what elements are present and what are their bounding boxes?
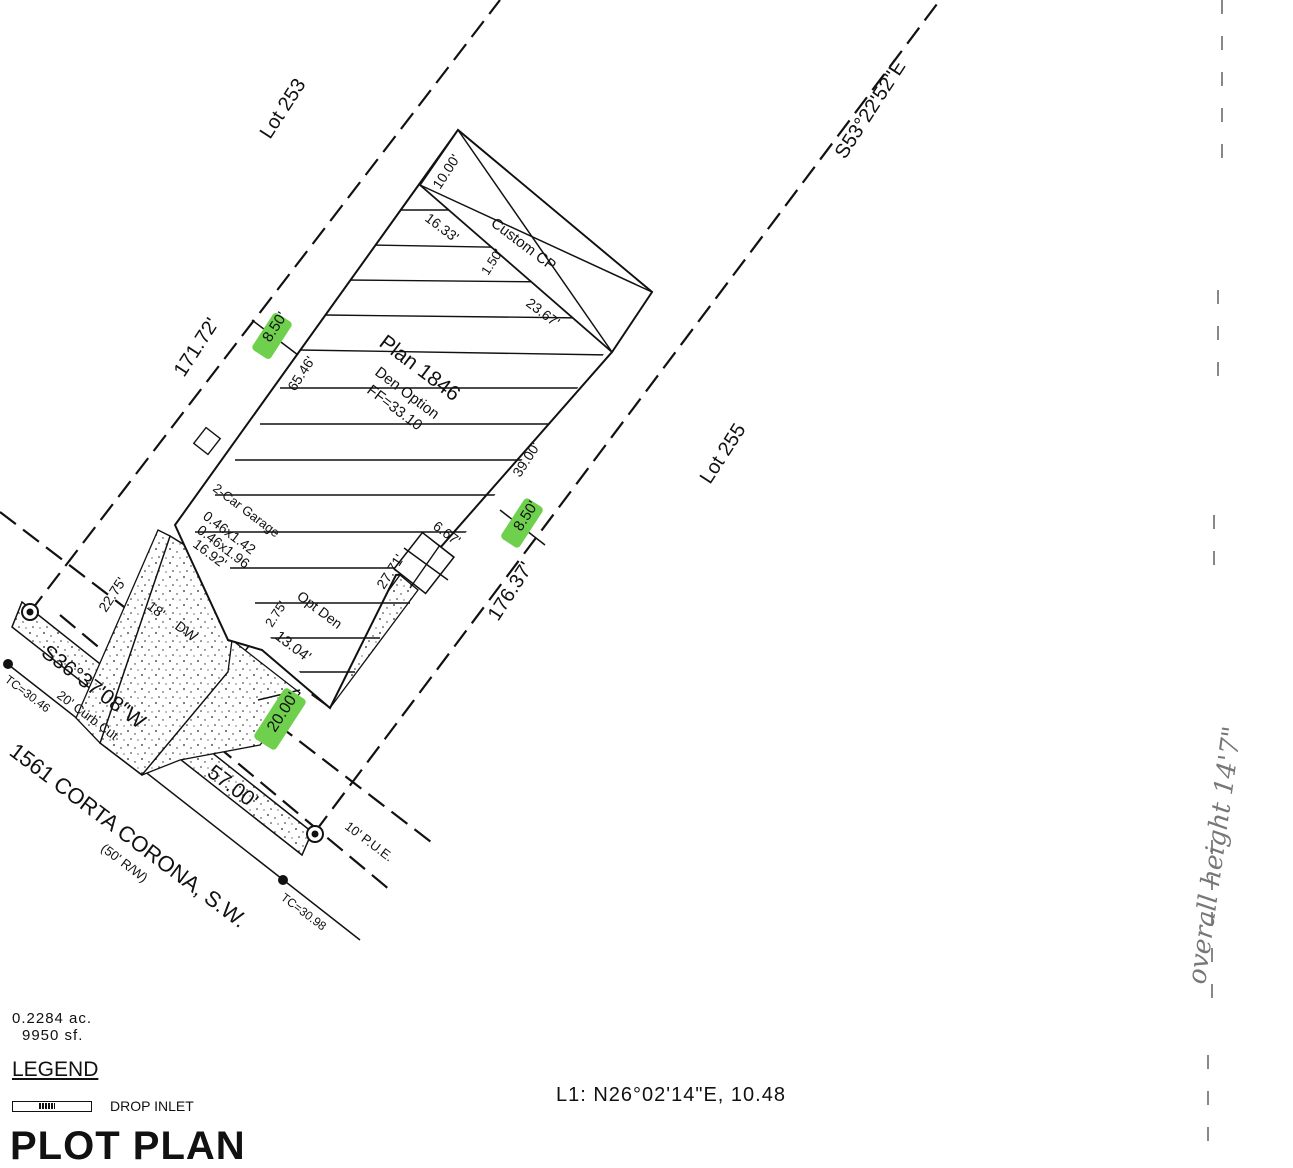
area-square-feet: 9950 sf. xyxy=(22,1027,84,1044)
west-lot-line xyxy=(29,0,501,613)
handwritten-note: overall height 14'7" xyxy=(1182,724,1248,985)
lot-area: 0.2284 ac. 9950 sf. xyxy=(12,1010,92,1044)
drop-inlet-symbol xyxy=(3,659,288,885)
plot-plan-title: PLOT PLAN xyxy=(10,1124,246,1168)
ac-pad xyxy=(192,426,222,456)
property-corner xyxy=(21,603,324,843)
east-line-length: 176.37' xyxy=(484,558,538,624)
legend-drop-inlet: DROP INLET xyxy=(12,1098,194,1114)
house-hatch xyxy=(195,209,611,673)
lot-255-label: Lot 255 xyxy=(696,420,751,488)
drop-inlet-label: DROP INLET xyxy=(110,1098,194,1114)
legend-title: LEGEND xyxy=(12,1058,99,1081)
drop-inlet-icon xyxy=(12,1100,92,1112)
driveway-setback-highlight xyxy=(254,688,306,750)
line-table-l1: L1: N26°02'14"E, 10.48 xyxy=(556,1084,786,1106)
setback-highlight-south xyxy=(501,498,543,548)
front-walk xyxy=(75,529,171,745)
sheet-edge xyxy=(1207,0,1223,1152)
lot-253-label: Lot 253 xyxy=(256,75,311,143)
setback-highlight-north xyxy=(252,313,292,359)
area-acres: 0.2284 ac. xyxy=(12,1010,93,1027)
east-bearing: S53°22'52"E xyxy=(831,57,911,163)
